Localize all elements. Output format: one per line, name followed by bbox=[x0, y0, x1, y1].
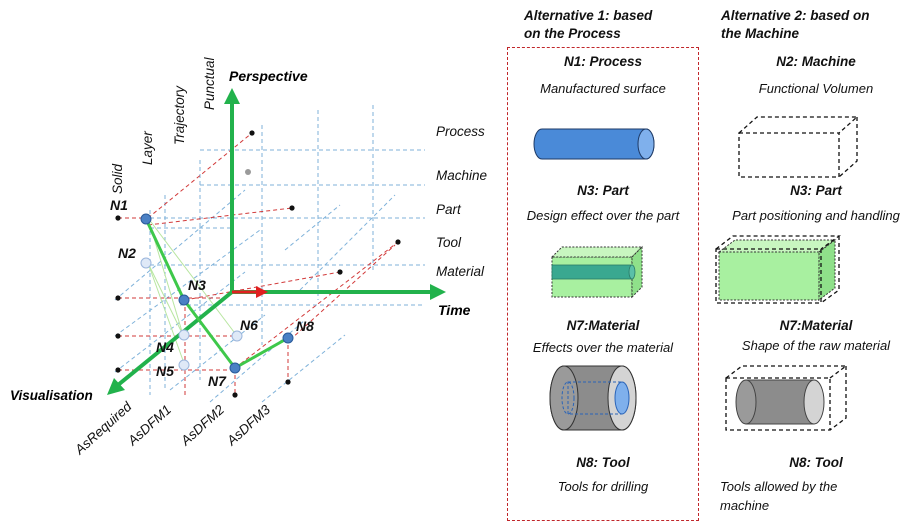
alt1-title: Alternative 1: based on the Process bbox=[524, 7, 652, 43]
axis-diagram: N1 N2 N3 N4 N5 N6 N7 N8 Perspective Time… bbox=[10, 56, 487, 458]
perspective-level-layer: Layer bbox=[140, 131, 155, 165]
node-path bbox=[144, 218, 289, 370]
connector-lines-light bbox=[147, 217, 238, 367]
part-positioning-icon bbox=[715, 235, 842, 304]
visualisation-level-asrequired: AsRequired bbox=[71, 399, 135, 458]
visualisation-level-asdfm3: AsDFM3 bbox=[223, 402, 273, 449]
label-n8: N8 bbox=[296, 318, 314, 334]
visualisation-arrowhead bbox=[107, 378, 125, 395]
time-level-part: Part bbox=[436, 202, 462, 217]
label-n3: N3 bbox=[188, 277, 206, 293]
node-n1 bbox=[140, 213, 152, 225]
red-arrowhead bbox=[256, 286, 268, 298]
alt1-frame bbox=[507, 47, 699, 521]
label-n6: N6 bbox=[240, 317, 258, 333]
alt2-n8-desc-line1: Tools allowed by the bbox=[720, 479, 838, 494]
alt2-title-line1: Alternative 2: based on bbox=[721, 8, 870, 23]
alt2-n8-desc: Tools allowed by the machine bbox=[720, 477, 837, 515]
alt2-n3-desc: Part positioning and handling bbox=[732, 208, 900, 223]
alt2-n2-title: N2: Machine bbox=[776, 54, 856, 69]
time-axis-label: Time bbox=[438, 302, 471, 318]
node-n7 bbox=[229, 362, 241, 374]
axes bbox=[107, 88, 446, 395]
time-level-material: Material bbox=[436, 264, 485, 279]
alt1-n8-desc: Tools for drilling bbox=[557, 479, 649, 494]
node-n8 bbox=[282, 332, 294, 344]
part-block-icon bbox=[550, 245, 644, 299]
alt2-n7-title: N7:Material bbox=[779, 318, 853, 333]
alt1-title-line1: Alternative 1: based bbox=[524, 8, 653, 23]
label-n4: N4 bbox=[156, 339, 174, 355]
alt1-n7-title: N7:Material bbox=[566, 318, 640, 333]
alt1-n7-desc: Effects over the material bbox=[532, 340, 674, 355]
alt2-n7-desc: Shape of the raw material bbox=[741, 338, 891, 353]
node-n6 bbox=[231, 330, 243, 342]
time-arrowhead bbox=[430, 284, 446, 300]
alt1-n3-title: N3: Part bbox=[577, 183, 629, 198]
perspective-level-punctual: Punctual bbox=[202, 56, 217, 110]
node-n4 bbox=[178, 329, 190, 341]
node-n5 bbox=[178, 359, 190, 371]
grid-points bbox=[115, 130, 401, 398]
alt1-title-line2: on the Process bbox=[524, 26, 621, 41]
grid-point-gray bbox=[245, 169, 251, 175]
node-n3 bbox=[178, 294, 190, 306]
cylinder-icon bbox=[533, 128, 655, 160]
alt2-n2-desc: Functional Volumen bbox=[758, 81, 874, 96]
label-n1: N1 bbox=[110, 197, 128, 213]
visualisation-axis-label: Visualisation bbox=[10, 388, 93, 403]
alt2-n8-title: N8: Tool bbox=[789, 455, 843, 470]
functional-volume-icon bbox=[738, 116, 859, 178]
time-level-process: Process bbox=[436, 124, 485, 139]
label-n5: N5 bbox=[156, 363, 174, 379]
label-n7: N7 bbox=[208, 373, 227, 389]
perspective-level-trajectory: Trajectory bbox=[172, 85, 187, 145]
perspective-level-solid: Solid bbox=[110, 163, 125, 194]
visualisation-level-asdfm2: AsDFM2 bbox=[177, 402, 227, 449]
raw-material-icon bbox=[725, 365, 848, 431]
alt1-n3-desc: Design effect over the part bbox=[526, 208, 680, 223]
perspective-arrowhead bbox=[224, 88, 240, 104]
alt1-n8-title: N8: Tool bbox=[576, 455, 630, 470]
alt2-title: Alternative 2: based on the Machine bbox=[721, 7, 870, 43]
node-n2 bbox=[140, 257, 152, 269]
alt2-n8-desc-line2: machine bbox=[720, 498, 770, 513]
drilled-material-icon bbox=[549, 365, 637, 431]
alt1-n1-desc: Manufactured surface bbox=[540, 81, 666, 96]
grid-blue bbox=[114, 105, 425, 403]
alt2-n3-title: N3: Part bbox=[790, 183, 842, 198]
time-level-tool: Tool bbox=[436, 235, 462, 250]
label-n2: N2 bbox=[118, 245, 136, 261]
alt1-n1-title: N1: Process bbox=[563, 54, 643, 69]
time-level-machine: Machine bbox=[436, 168, 487, 183]
alt2-title-line2: the Machine bbox=[721, 26, 800, 41]
perspective-axis-label: Perspective bbox=[229, 68, 308, 84]
